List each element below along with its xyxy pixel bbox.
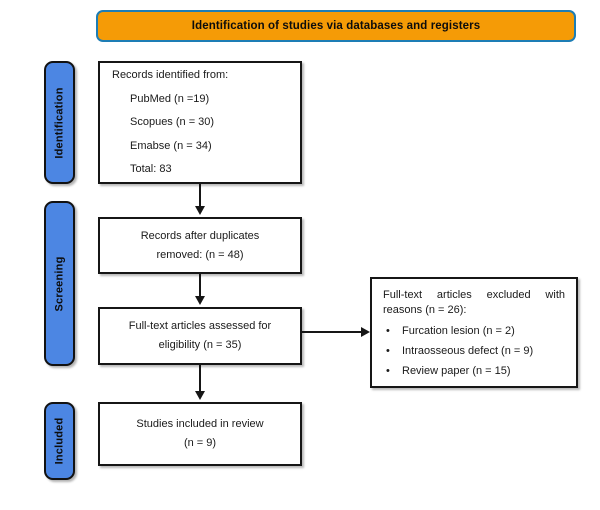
arrow-down-icon bbox=[195, 206, 205, 215]
excluded-reason-item: • Review paper (n = 15) bbox=[383, 366, 565, 377]
arrow-right-icon bbox=[361, 327, 370, 337]
connector-identified-to-duplicates bbox=[199, 184, 201, 208]
connector-duplicates-to-fulltext bbox=[199, 274, 201, 298]
excluded-heading: Full-text articles excluded with reasons… bbox=[383, 289, 565, 316]
duplicates-line-1: Records after duplicates bbox=[140, 229, 260, 242]
records-source-embase: Emabse (n = 34) bbox=[130, 139, 212, 152]
box-studies-included: Studies included in review (n = 9) bbox=[98, 402, 302, 466]
excluded-reason-intraosseous: Intraosseous defect (n = 9) bbox=[402, 345, 534, 358]
fulltext-line-2: eligibility (n = 35) bbox=[158, 339, 242, 351]
stage-label-identification: Identification bbox=[53, 86, 66, 159]
box-fulltext-assessed: Full-text articles assessed for eligibil… bbox=[98, 307, 302, 365]
box-records-identified: Records identified from: PubMed (n =19) … bbox=[98, 61, 302, 184]
box-records-after-duplicates: Records after duplicates removed: (n = 4… bbox=[98, 217, 302, 274]
excluded-reason-review: Review paper (n = 15) bbox=[402, 365, 511, 378]
stage-label-screening: Screening bbox=[53, 256, 66, 311]
bullet-icon: • bbox=[386, 325, 390, 338]
arrow-down-icon bbox=[195, 391, 205, 400]
arrow-down-icon bbox=[195, 296, 205, 305]
excluded-reason-furcation: Furcation lesion (n = 2) bbox=[402, 325, 515, 338]
diagram-header-banner: Identification of studies via databases … bbox=[96, 10, 576, 42]
excluded-reason-item: • Furcation lesion (n = 2) bbox=[383, 326, 565, 337]
records-source-total: Total: 83 bbox=[130, 163, 172, 175]
included-line-1: Studies included in review bbox=[136, 418, 264, 430]
diagram-title: Identification of studies via databases … bbox=[191, 20, 481, 32]
connector-fulltext-to-included bbox=[199, 365, 201, 393]
connector-fulltext-to-excluded bbox=[302, 331, 362, 333]
duplicates-line-2: removed: (n = 48) bbox=[156, 248, 244, 261]
stage-bar-screening: Screening bbox=[44, 201, 75, 366]
fulltext-line-1: Full-text articles assessed for bbox=[128, 320, 272, 332]
records-source-pubmed: PubMed (n =19) bbox=[130, 92, 210, 105]
stage-bar-included: Included bbox=[44, 402, 75, 480]
bullet-icon: • bbox=[386, 365, 390, 378]
bullet-icon: • bbox=[386, 345, 390, 358]
records-source-scopus: Scopues (n = 30) bbox=[130, 116, 215, 128]
box-fulltext-excluded: Full-text articles excluded with reasons… bbox=[370, 277, 578, 388]
stage-label-included: Included bbox=[53, 417, 66, 465]
records-identified-heading: Records identified from: bbox=[112, 69, 229, 81]
stage-bar-identification: Identification bbox=[44, 61, 75, 184]
excluded-reason-item: • Intraosseous defect (n = 9) bbox=[383, 346, 565, 357]
included-line-2: (n = 9) bbox=[183, 437, 217, 449]
